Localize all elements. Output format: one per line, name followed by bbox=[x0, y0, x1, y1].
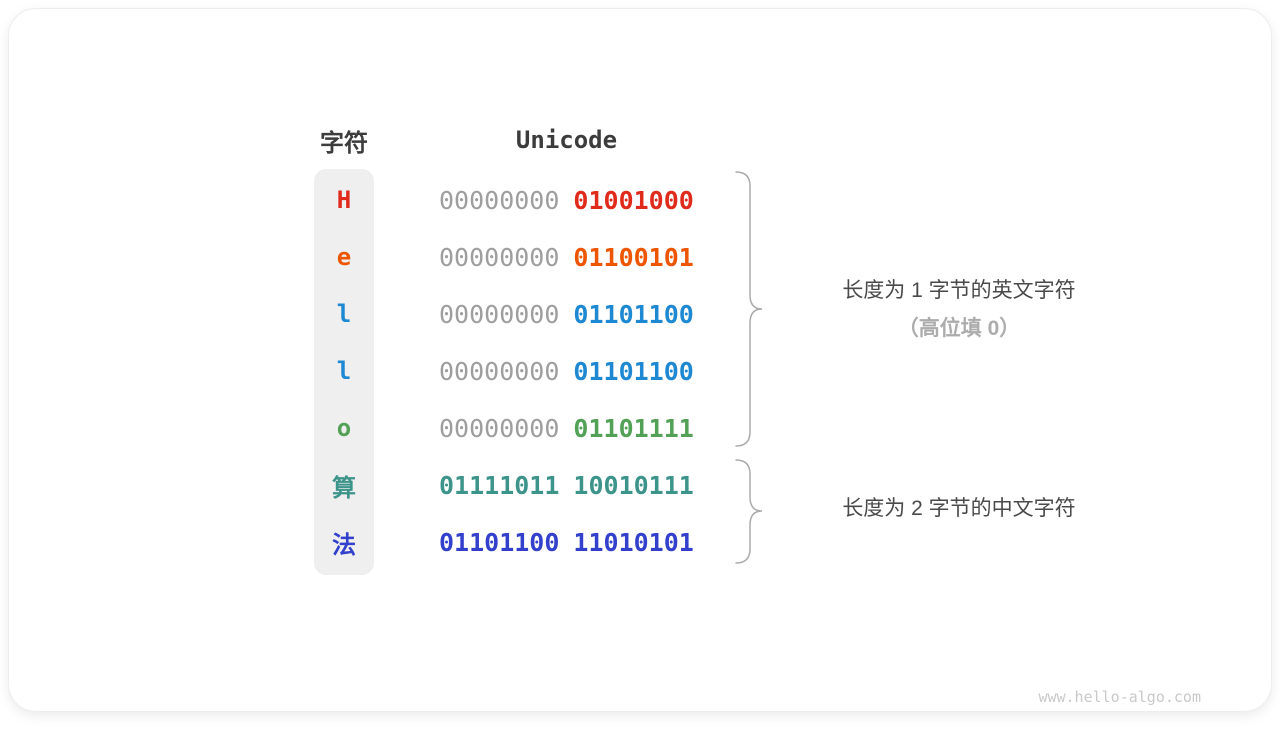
binary-byte-high: 00000000 bbox=[439, 413, 560, 443]
binary-byte-low: 01100101 bbox=[573, 242, 694, 272]
annotation-english-line2: （高位填 0） bbox=[897, 317, 1021, 340]
brace-english-group bbox=[735, 171, 763, 447]
encoding-row: e 00000000 01100101 bbox=[314, 229, 694, 285]
character-cell: H bbox=[336, 186, 352, 214]
character-cell: o bbox=[336, 414, 352, 442]
character-cell: e bbox=[336, 243, 352, 271]
column-header-unicode: Unicode bbox=[515, 126, 618, 154]
binary-byte-high: 00000000 bbox=[439, 356, 560, 386]
binary-byte-high: 00000000 bbox=[439, 242, 560, 272]
binary-byte-low: 11010101 bbox=[573, 527, 694, 557]
diagram-card: 字符 Unicode H 00000000 01001000 e 0000000… bbox=[8, 8, 1272, 712]
binary-byte-high: 00000000 bbox=[439, 299, 560, 329]
column-header-char: 字符 bbox=[320, 129, 368, 157]
binary-byte-low: 01001000 bbox=[573, 185, 694, 215]
annotation-chinese-line1: 长度为 2 字节的中文字符 bbox=[842, 497, 1076, 520]
binary-cell: 00000000 01101111 bbox=[439, 414, 694, 443]
binary-byte-high: 00000000 bbox=[439, 185, 560, 215]
binary-cell: 01101100 11010101 bbox=[439, 528, 694, 557]
encoding-row: l 00000000 01101100 bbox=[314, 286, 694, 342]
encoding-row: H 00000000 01001000 bbox=[314, 172, 694, 228]
binary-cell: 00000000 01101100 bbox=[439, 357, 694, 386]
binary-byte-low: 01101100 bbox=[573, 299, 694, 329]
character-cell: l bbox=[336, 357, 352, 385]
annotation-chinese-chars: 长度为 2 字节的中文字符 bbox=[779, 490, 1139, 528]
binary-byte-high: 01111011 bbox=[439, 470, 560, 500]
character-cell: 算 bbox=[332, 473, 356, 502]
annotation-english-chars: 长度为 1 字节的英文字符 （高位填 0） bbox=[779, 272, 1139, 348]
annotation-english-line1: 长度为 1 字节的英文字符 bbox=[842, 279, 1076, 302]
binary-cell: 00000000 01101100 bbox=[439, 300, 694, 329]
encoding-row: o 00000000 01101111 bbox=[314, 400, 694, 456]
binary-byte-low: 01101111 bbox=[573, 413, 694, 443]
watermark-url: www.hello-algo.com bbox=[1038, 688, 1201, 706]
binary-cell: 00000000 01100101 bbox=[439, 243, 694, 272]
binary-cell: 00000000 01001000 bbox=[439, 186, 694, 215]
char-column-pill bbox=[314, 169, 374, 575]
binary-byte-low: 01101100 bbox=[573, 356, 694, 386]
brace-chinese-group bbox=[735, 459, 763, 564]
character-cell: 法 bbox=[332, 530, 356, 559]
binary-byte-low: 10010111 bbox=[573, 470, 694, 500]
binary-cell: 01111011 10010111 bbox=[439, 471, 694, 500]
encoding-row: 算 01111011 10010111 bbox=[314, 457, 694, 513]
encoding-row: l 00000000 01101100 bbox=[314, 343, 694, 399]
encoding-row: 法 01101100 11010101 bbox=[314, 514, 694, 570]
character-cell: l bbox=[336, 300, 352, 328]
binary-byte-high: 01101100 bbox=[439, 527, 560, 557]
